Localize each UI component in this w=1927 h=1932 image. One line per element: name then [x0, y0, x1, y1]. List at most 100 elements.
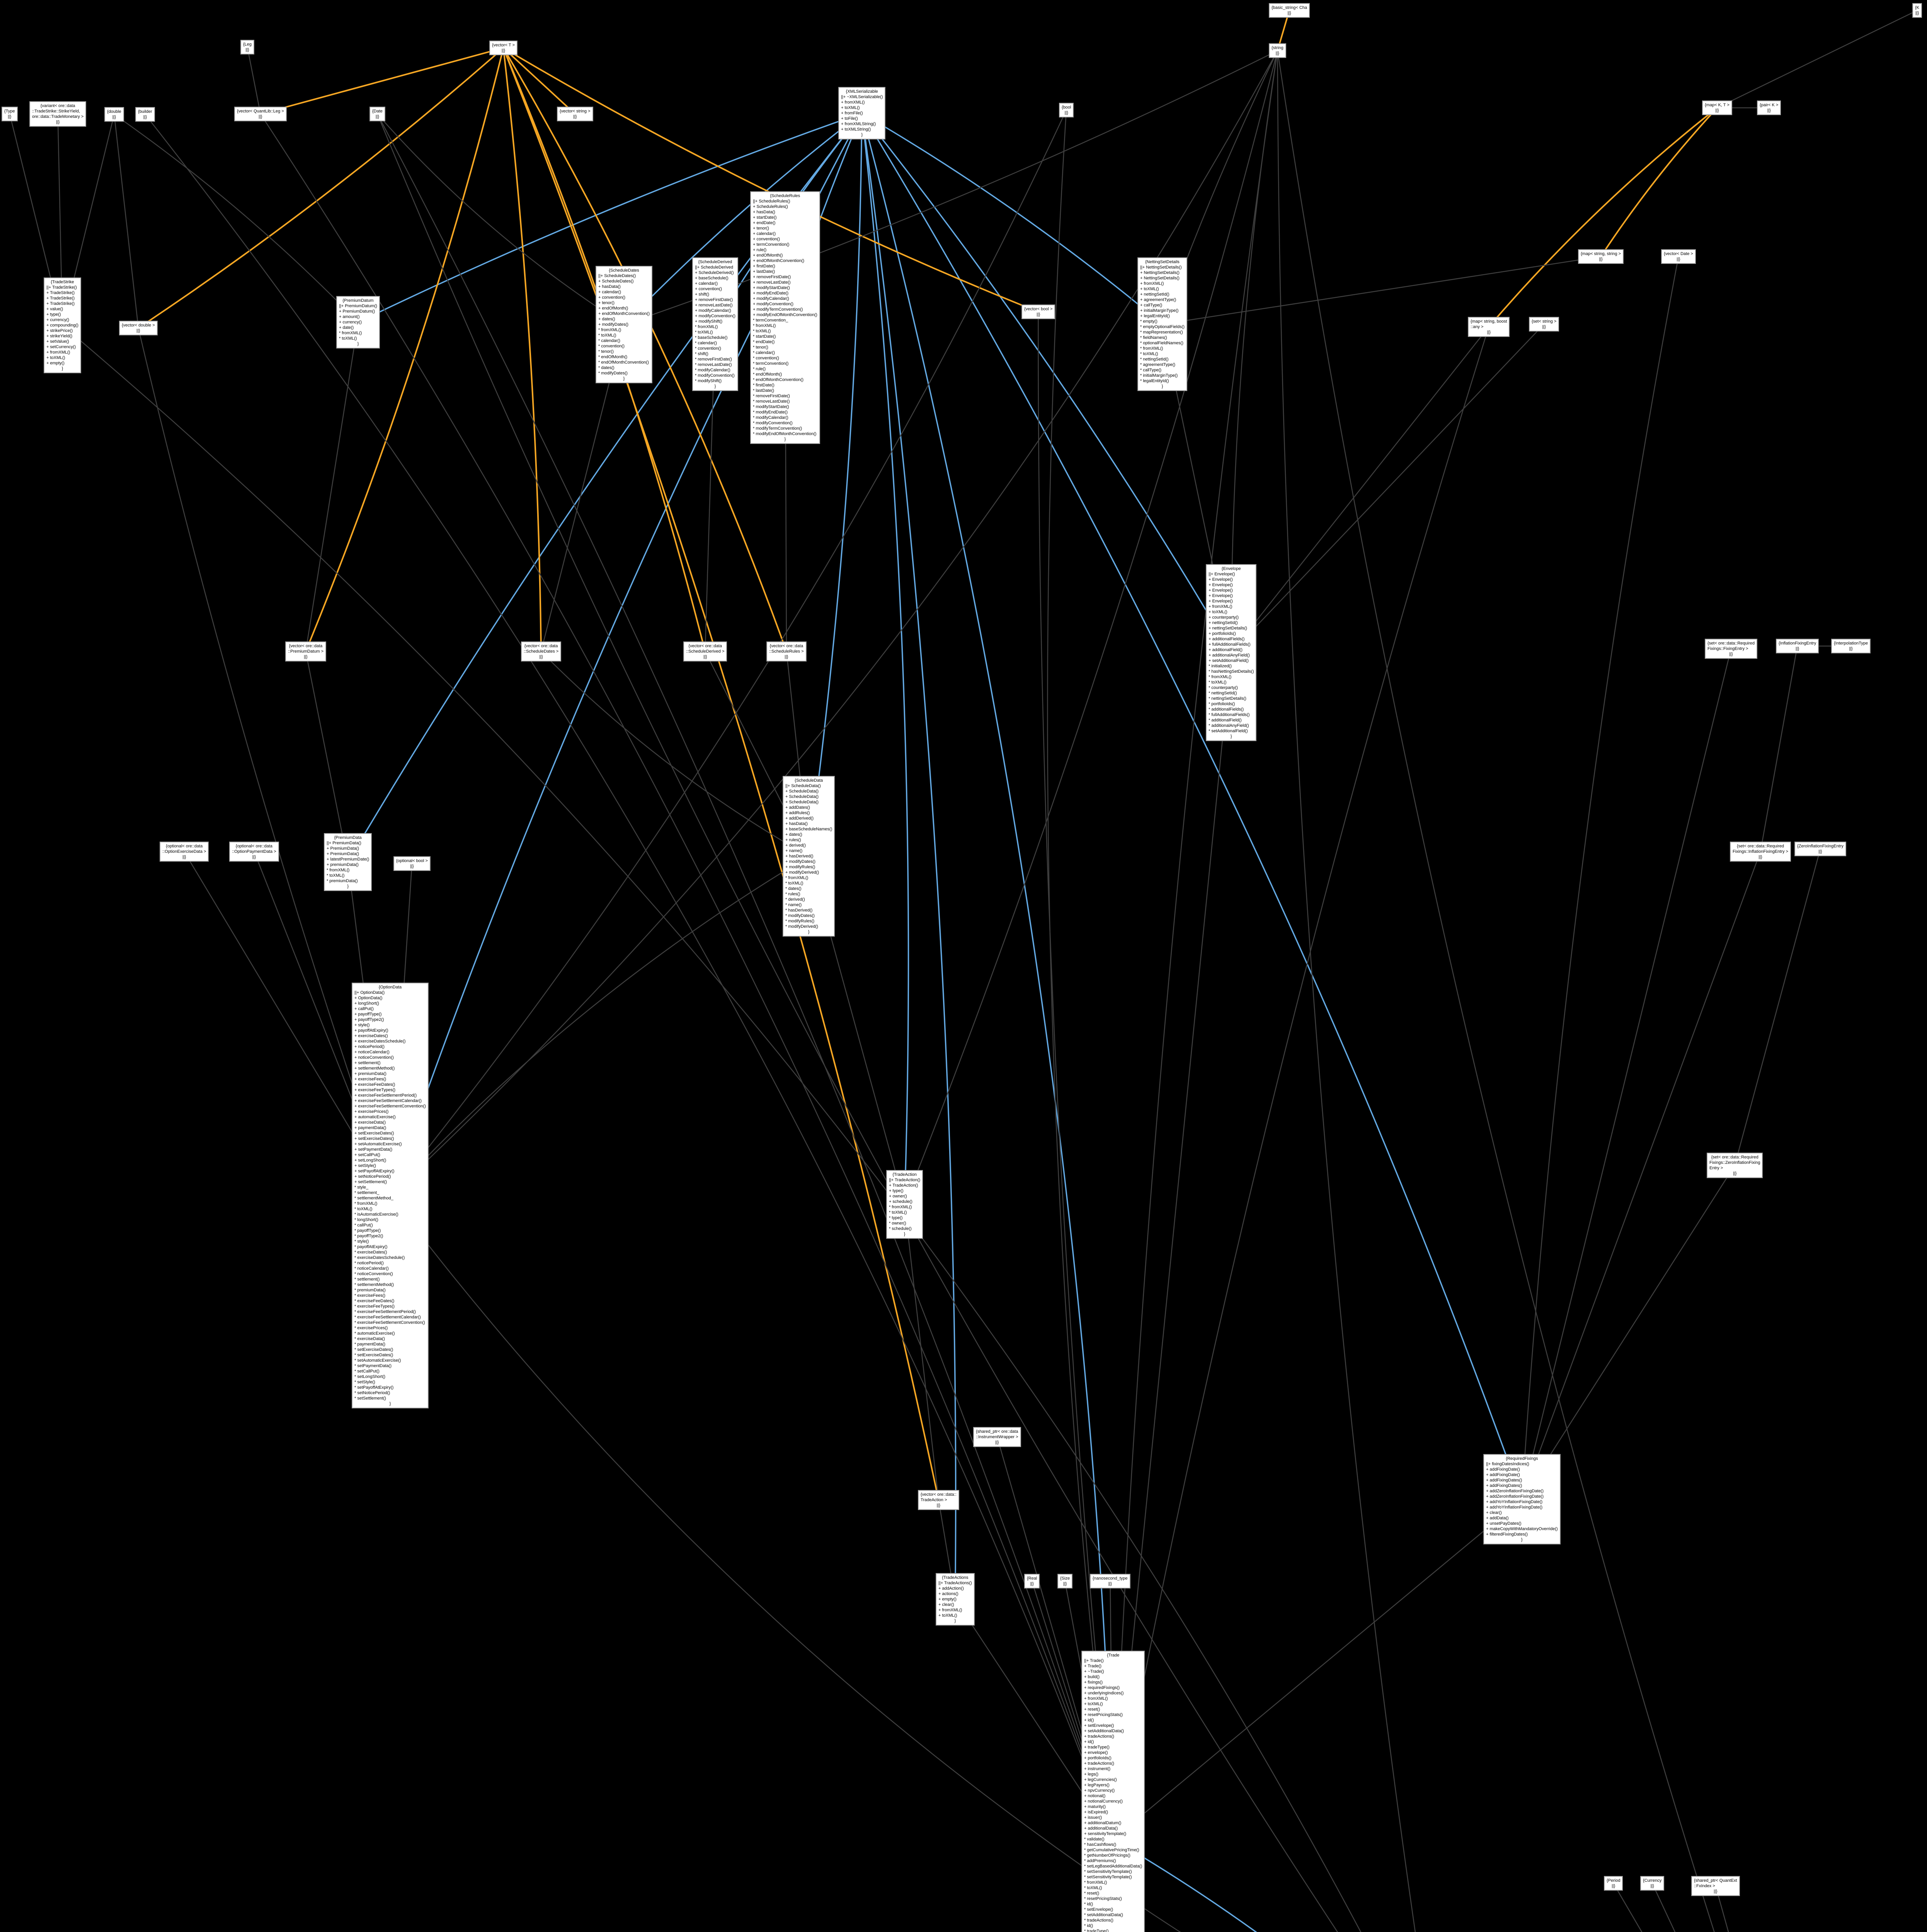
- class-member: + addFixingDates(): [1486, 1478, 1522, 1483]
- class-node-inflation-fixing-entry[interactable]: {InflationFixingEntry||}: [1776, 639, 1819, 653]
- class-member: + toXML(): [1084, 1702, 1103, 1706]
- class-node-real[interactable]: {Real||}: [1024, 1574, 1040, 1588]
- class-node-bool[interactable]: {bool||}: [1059, 103, 1074, 117]
- class-node-optional-exercise-data[interactable]: {optional< ore::data::OptionExerciseData…: [160, 842, 209, 862]
- edge-zero-inflation-fixing-entry-to-set-zero-inflation-entry: [1735, 849, 1821, 1165]
- class-node-optional-bool[interactable]: {optional< bool >||}: [393, 856, 431, 871]
- class-member: }: [714, 384, 716, 389]
- class-node-map-string-string[interactable]: {map< string, string >||}: [1578, 249, 1624, 264]
- class-node-nanosecond-type[interactable]: {nanosecond_type||}: [1090, 1574, 1130, 1588]
- class-member: + value(): [46, 307, 63, 311]
- class-node-vector-leg[interactable]: {vector< QuantLib::Leg >||}: [234, 107, 287, 121]
- class-node-netting-set-details[interactable]: {NettingSetDetails||+ NettingSetDetails(…: [1137, 257, 1187, 391]
- class-member: * calendar(): [695, 341, 717, 345]
- class-node-trade-strike[interactable]: {TradeStrike||+ TradeStrike()+ TradeStri…: [44, 277, 81, 373]
- class-node-required-fixings[interactable]: {RequiredFixings||+ fixingDatesIndices()…: [1483, 1454, 1561, 1544]
- class-title: {ScheduleData: [795, 778, 823, 783]
- class-member: + exerciseDates(): [354, 1034, 388, 1038]
- class-node-pair-k[interactable]: {pair< K >||}: [1757, 100, 1781, 115]
- class-member: + modifyDerived(): [785, 870, 819, 875]
- class-node-vector-t[interactable]: {vector< T >||}: [489, 41, 517, 55]
- class-node-premium-datum[interactable]: {PremiumDatum||+ PremiumDatum()+ Premium…: [336, 296, 380, 349]
- class-member: + schedule(): [889, 1199, 912, 1204]
- class-node-leg[interactable]: {Leg||}: [240, 40, 255, 54]
- class-member: ||}: [375, 114, 380, 119]
- class-node-size[interactable]: {Size||}: [1057, 1574, 1073, 1588]
- class-member: * payoffAtExpiry(): [354, 1245, 388, 1249]
- class-member: ||}: [1542, 325, 1546, 329]
- class-member: + legalEntityId(): [1140, 314, 1170, 318]
- class-node-vector-double[interactable]: {vector< double >||}: [119, 321, 158, 335]
- class-node-optional-payment-data[interactable]: {optional< ore::data::OptionPaymentData …: [229, 842, 279, 862]
- class-node-trade-actions[interactable]: {TradeActions||+ TradeActions()+ addActi…: [936, 1573, 975, 1626]
- class-node-schedule-derived[interactable]: {ScheduleDerived||+ ScheduleDerived+ Sch…: [692, 257, 738, 391]
- class-node-set-string[interactable]: {set< string >||}: [1529, 317, 1559, 332]
- class-node-basic-string[interactable]: {basic_string< Cha||}: [1269, 3, 1310, 18]
- class-node-xml-serializable[interactable]: {XMLSerializable||+ ~XMLSerializable()+ …: [838, 87, 886, 139]
- class-member: * emptyOptionalFields(): [1140, 325, 1185, 329]
- class-node-period[interactable]: {Period||}: [1604, 1876, 1623, 1891]
- edge-vector-bool-to-trade: [1038, 311, 1113, 1839]
- class-node-trade-action[interactable]: {TradeAction||+ TradeAction()+ TradeActi…: [886, 1170, 923, 1239]
- class-member: ||}: [8, 114, 12, 119]
- class-member: * premiumData(): [327, 879, 358, 883]
- class-member: * shift(): [695, 352, 708, 356]
- class-node-string[interactable]: {string||}: [1269, 43, 1286, 58]
- class-member: * additionalFields(): [1209, 707, 1244, 712]
- class-member: ::any >: [1471, 325, 1484, 329]
- class-node-variant-strike[interactable]: {variant< ore::data::TradeStrike::Strike…: [29, 101, 87, 127]
- class-node-vector-bool[interactable]: {vector< bool >||}: [1021, 304, 1055, 319]
- class-member: ||}: [1767, 108, 1771, 113]
- edge-vector-schedule-dates-to-vector-t: [504, 48, 542, 652]
- class-member: ::OptionExerciseData >: [162, 849, 206, 854]
- class-node-schedule-rules[interactable]: {ScheduleRules||+ ScheduleRules()+ Sched…: [750, 191, 820, 444]
- class-node-envelope[interactable]: {Envelope||+ Envelope()+ Envelope()+ Env…: [1206, 564, 1257, 741]
- class-member: * fromXML(): [598, 328, 621, 332]
- class-node-trade[interactable]: {Trade||+ Trade()+ Trade()+ ~Trade()+ bu…: [1081, 1651, 1145, 1932]
- class-node-schedule-data[interactable]: {ScheduleData||+ ScheduleData()+ Schedul…: [783, 776, 835, 937]
- class-member: * exerciseFeeSettlementPeriod(): [354, 1310, 416, 1314]
- class-node-vector-schedule-derived[interactable]: {vector< ore::data::ScheduleDerived >||}: [683, 641, 727, 662]
- class-member: + unsetPayDates(): [1486, 1521, 1522, 1526]
- class-node-type[interactable]: {Type||}: [2, 107, 18, 121]
- class-member: * exerciseFeeSettlementCalendar(): [354, 1315, 421, 1320]
- class-node-premium-data[interactable]: {PremiumData||+ PremiumData()+ PremiumDa…: [324, 833, 372, 891]
- class-title: {set< ore::data::Required: [1707, 641, 1755, 646]
- class-node-vector-schedule-rules[interactable]: {vector< ore::data::ScheduleRules >||}: [766, 641, 807, 662]
- class-member: * startDate(): [753, 334, 776, 339]
- class-member: + noticeCalendar(): [354, 1050, 390, 1054]
- class-member: + dates(): [785, 832, 802, 837]
- class-node-date[interactable]: {Date||}: [369, 107, 385, 121]
- class-node-currency[interactable]: {Currency||}: [1640, 1876, 1665, 1891]
- class-member: * endOfMonthConvention(): [598, 360, 649, 365]
- class-member: }: [1161, 384, 1163, 389]
- class-node-k-param[interactable]: {K||}: [1912, 3, 1922, 18]
- class-node-vector-string[interactable]: {vector< string >||}: [557, 107, 593, 121]
- class-member: * toXML(): [785, 881, 803, 886]
- class-node-vector-schedule-dates[interactable]: {vector< ore::data::ScheduleDates >||}: [521, 641, 562, 662]
- class-member: + TradeStrike(): [46, 291, 75, 295]
- class-node-vector-trade-action[interactable]: {vector< ore::data::TradeAction >||}: [918, 1490, 959, 1510]
- edge-bool-to-trade: [1047, 110, 1113, 1839]
- class-node-map-string-any[interactable]: {map< string, boost::any >||}: [1468, 317, 1510, 337]
- class-title: {TradeAction: [892, 1172, 917, 1177]
- class-node-schedule-dates[interactable]: {ScheduleDates||+ ScheduleDates()+ Sched…: [596, 266, 652, 383]
- class-node-option-data[interactable]: {OptionData||+ OptionData()+ OptionData(…: [352, 983, 429, 1408]
- class-node-double[interactable]: {double||}: [104, 107, 124, 122]
- class-node-map-k-t[interactable]: {map< K, T >||}: [1702, 100, 1732, 115]
- class-node-vector-date[interactable]: {vector< Date >||}: [1661, 249, 1696, 264]
- class-member: * fromXML(): [889, 1205, 912, 1209]
- class-node-shared-ptr-instrument-wrapper[interactable]: {shared_ptr< ore::data::InstrumentWrappe…: [973, 1427, 1021, 1447]
- edge-trade-strike-to-vanilla-option-trade: [62, 325, 1362, 1932]
- class-node-shared-ptr-fx-index[interactable]: {shared_ptr< QuantExt::FxIndex >||}: [1691, 1876, 1740, 1896]
- class-node-builder[interactable]: {builder||}: [135, 107, 155, 122]
- class-member: }: [389, 1401, 391, 1406]
- class-node-zero-inflation-fixing-entry[interactable]: {ZeroInflationFixingEntry||}: [1794, 842, 1846, 856]
- class-member: ||}: [1849, 646, 1853, 651]
- class-member: + name(): [785, 849, 803, 853]
- class-node-interpolation-type[interactable]: {InterpolationType||}: [1831, 639, 1871, 653]
- class-node-vector-premium-datum[interactable]: {vector< ore::data::PremiumDatum >||}: [285, 641, 326, 662]
